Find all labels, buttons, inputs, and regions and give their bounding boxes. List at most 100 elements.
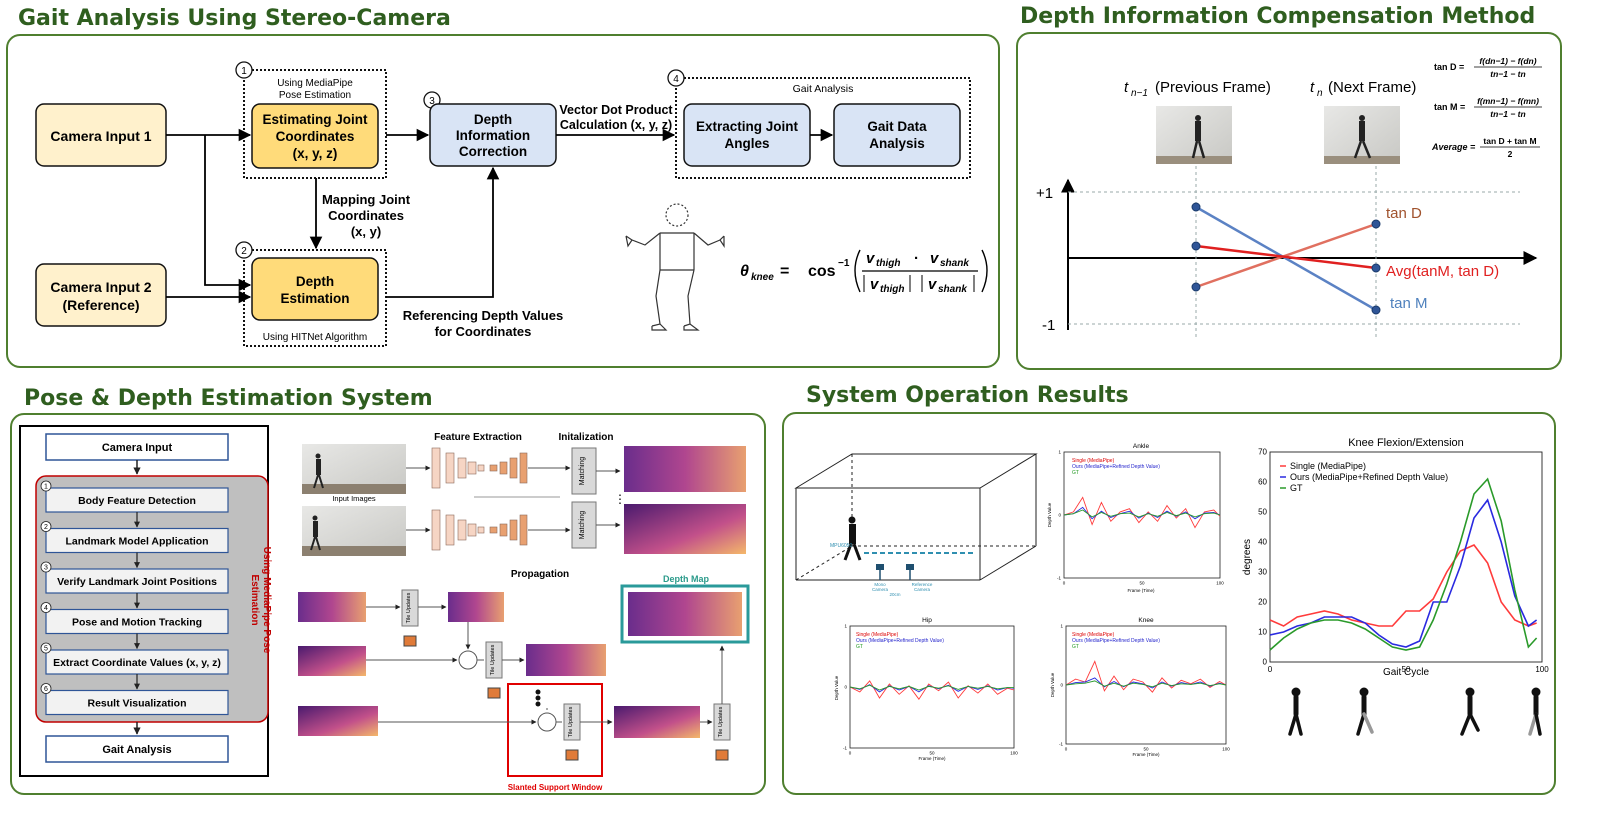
knee-lines-series-0 [1065, 660, 1227, 693]
pose-step-label-4: Pose and Motion Tracking [72, 617, 202, 629]
svg-text:Ours (MediaPipe+Refined Depth: Ours (MediaPipe+Refined Depth Value) [1072, 638, 1160, 644]
formula-tan-d-den: tn−1 − tn [1490, 69, 1525, 79]
encoder-bar-0-0 [431, 447, 441, 489]
formula-tan-m-lhs: tan M = [1434, 102, 1465, 112]
arrow-cam1-depth [204, 135, 252, 292]
encoder-bar-0-7 [509, 457, 518, 479]
v-shank-num: v [930, 250, 940, 267]
svg-text:GT: GT [1072, 644, 1079, 650]
theta-sub: knee [751, 272, 774, 283]
encoder-bar-1-7 [509, 519, 518, 541]
depth-estimation-label-1: Depth [296, 274, 334, 289]
hip-ticks-y-0: 0 [844, 685, 847, 690]
estimating-joint-box [251, 103, 379, 169]
formula-eq: = [780, 263, 789, 280]
mediapipe-dashed-box [243, 69, 387, 179]
scene-dist-label: 20cm [889, 592, 900, 597]
dot-product-label-2: Calculation (x, y, z) [560, 118, 672, 132]
merge-node-1 [458, 650, 478, 670]
tile-update-1 [401, 589, 419, 627]
pose-step-badge-4 [40, 602, 52, 613]
pose-step-badge-3 [40, 561, 52, 573]
hip-ticks-y--1: -1 [843, 746, 847, 751]
big-lines-series-1 [1269, 498, 1538, 648]
step-1-num: 1 [241, 66, 247, 77]
knee-ticks-y--1: -1 [1059, 742, 1063, 747]
pose-step-label-2: Landmark Model Application [65, 536, 208, 548]
panel-gait [6, 34, 1000, 368]
shank-sub-num: shank [940, 258, 969, 269]
big-legend-ours: Ours (MediaPipe+Refined Depth Value) [1290, 472, 1448, 482]
encoder-bar-0-3 [467, 461, 477, 475]
prop-depth-1 [298, 592, 366, 622]
v-thigh-num: v [866, 250, 876, 267]
tile-update-label-3: Tile Updates [568, 706, 574, 737]
hip-ticks-x-0: 0 [849, 751, 852, 756]
hip-ticks-y-1: 1 [844, 624, 847, 629]
gait-data-label-1: Gait Data [867, 119, 927, 134]
big-lines-series-0 [1269, 544, 1537, 627]
pose-step-num-5: 5 [44, 646, 48, 653]
pose-step-box-5 [45, 649, 229, 675]
encoder-bar-0-8 [519, 452, 528, 484]
gait-data-label-2: Analysis [869, 136, 925, 151]
encoder-bar-1-5 [489, 526, 498, 534]
walker-prev-icon [1191, 115, 1206, 159]
pose-step-box-1 [45, 487, 229, 513]
tan-m-label: tan M [1390, 295, 1428, 312]
big-ticks-y-20: 20 [1258, 598, 1267, 607]
cos-symbol: cos [808, 263, 836, 280]
mediapipe-caption-2: Pose Estimation [279, 90, 351, 101]
section-title-results: System Operation Results [806, 383, 1129, 408]
init-depth-2 [624, 504, 746, 554]
prev-frame-t: t [1124, 79, 1129, 96]
tan-m-line [1195, 205, 1377, 312]
formula-tan-m-den: tn−1 − tn [1490, 109, 1525, 119]
big-ticks-y-10: 10 [1258, 628, 1267, 637]
depth-estimation-label-2: Estimation [280, 291, 349, 306]
svg-text:Single (MediaPipe): Single (MediaPipe) [856, 632, 899, 638]
step-3-num: 3 [429, 96, 435, 107]
encoder-bar-0-5 [489, 464, 498, 472]
slanted-window-label: Slanted Support Window [508, 783, 603, 792]
knee-ticks-x-0: 0 [1065, 747, 1068, 752]
pose-step-label-3: Verify Landmark Joint Positions [57, 576, 217, 588]
knee-ticks-x-50: 50 [1143, 747, 1149, 752]
tan-d-point-end [1371, 219, 1381, 229]
ankle-lines-series-0 [1063, 496, 1221, 529]
avg-label: Avg(tanM, tan D) [1386, 263, 1499, 280]
tan-m-point-start [1191, 202, 1201, 212]
svg-text:GT: GT [1072, 470, 1079, 476]
prev-frame-sub: n−1 [1131, 88, 1148, 99]
referencing-label-1: Referencing Depth Values [403, 308, 563, 323]
next-frame-sub: n [1317, 88, 1323, 99]
formula-tan-m-num: f(mn−1) − f(mn) [1477, 96, 1539, 106]
encoder-bar-0-4 [477, 464, 485, 472]
ankle-ticks-y--1: -1 [1057, 576, 1061, 581]
panel-depth [1016, 32, 1562, 370]
ankle-ticks-x-100: 100 [1216, 581, 1224, 586]
step-2-num: 2 [241, 246, 247, 257]
encoder-bar-1-1 [445, 514, 455, 546]
v-thigh-den: v [870, 276, 880, 293]
pose-step-box-3 [45, 568, 229, 594]
depth-map-image [628, 592, 742, 636]
camera-input-label: Camera Input [102, 442, 173, 454]
initialization-label: Initalization [559, 432, 614, 443]
big-ticks-x-50: 50 [1402, 665, 1411, 674]
thigh-sub-num: thigh [876, 258, 900, 269]
prop-depth-2 [298, 646, 366, 676]
step-4-badge [667, 69, 685, 87]
estimating-joint-label-3: (x, y, z) [293, 146, 338, 161]
ankle-xlabel: Frame (Time) [1127, 588, 1155, 593]
dot-product-label-1: Vector Dot Product [559, 103, 673, 117]
step-2-badge [235, 241, 253, 259]
pose-step-num-6: 6 [44, 686, 48, 693]
pose-step-label-6: Result Visualization [88, 698, 187, 710]
avg-point-start [1191, 241, 1201, 251]
pose-step-num-2: 2 [44, 524, 48, 531]
big-chart-title: Knee Flexion/Extension [1348, 437, 1464, 449]
big-legend-gt: GT [1290, 483, 1303, 493]
